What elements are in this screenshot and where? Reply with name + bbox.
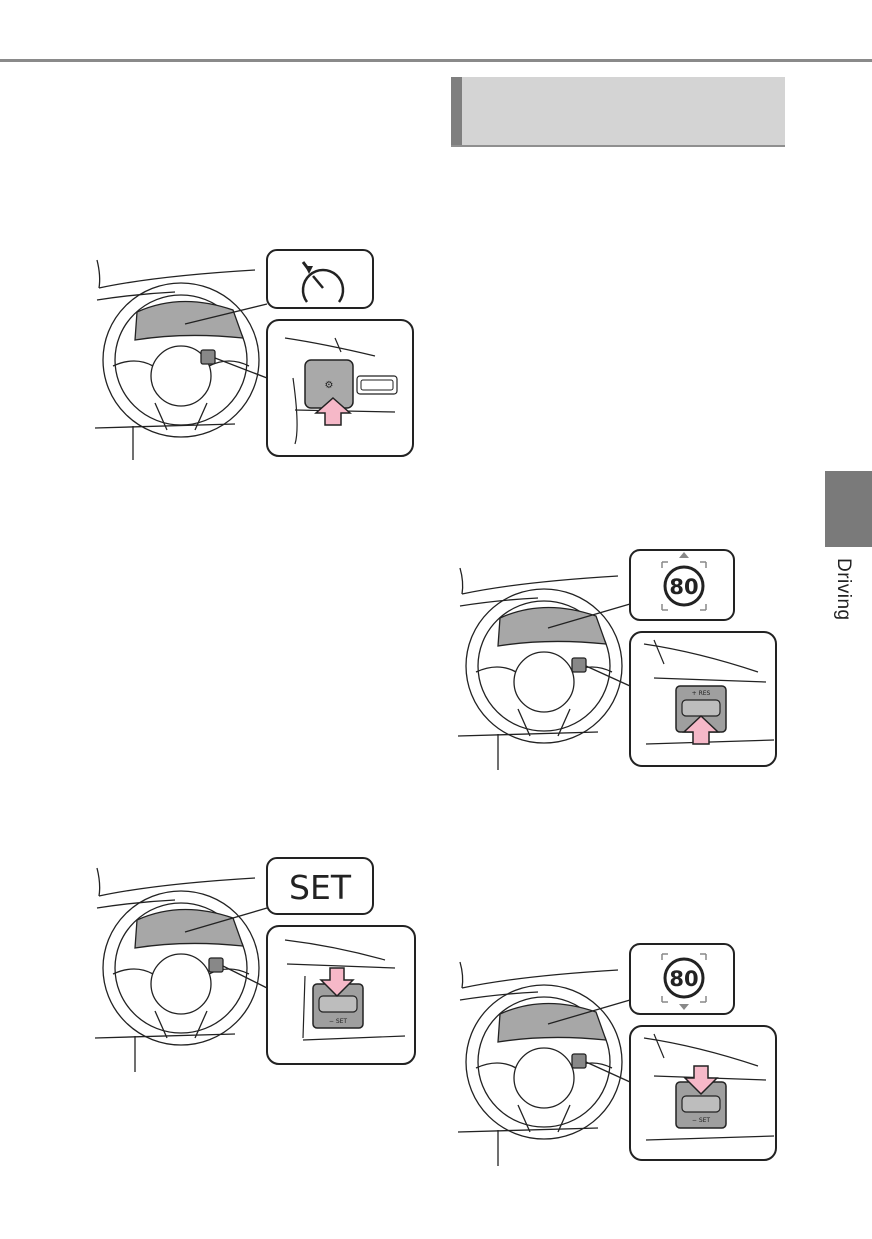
side-tab-text: Driving <box>833 558 854 621</box>
speedometer-icon <box>301 268 345 303</box>
figure-cruise-main-switch: ⚙ <box>95 248 420 460</box>
figure-decrease-speed-svg: 80 − SET <box>458 943 777 1166</box>
side-tab <box>825 471 872 547</box>
section-header-underline <box>451 145 785 147</box>
switch-closeup: − SET <box>629 1025 777 1161</box>
steering-wheel-drawing <box>458 567 631 770</box>
svg-text:⚙: ⚙ <box>325 380 334 391</box>
speed-callout-number: 80 <box>669 575 698 599</box>
side-tab-label: Driving <box>832 558 862 628</box>
figure-cruise-main-svg: ⚙ <box>95 249 414 460</box>
section-header-box <box>451 77 785 147</box>
speed-callout: 80 <box>629 943 735 1015</box>
figure-increase-speed-svg: 80 + RES <box>458 549 777 770</box>
press-down-arrow <box>319 967 355 998</box>
set-callout-text: SET <box>289 868 352 907</box>
speed-callout-number: 80 <box>669 967 698 991</box>
set-callout: SET <box>266 857 374 915</box>
section-header-accent <box>451 77 462 145</box>
press-down-arrow <box>683 1065 719 1096</box>
speedometer-callout <box>266 249 374 309</box>
top-rule <box>0 59 872 62</box>
switch-closeup: ⚙ <box>266 319 414 457</box>
speed-callout: 80 <box>629 549 735 621</box>
figure-set-speed-svg: SET − SET <box>95 857 416 1072</box>
steering-wheel-drawing <box>95 259 268 460</box>
switch-label-bottom: − SET <box>692 1117 711 1124</box>
steering-wheel-drawing <box>95 867 268 1072</box>
press-up-arrow <box>314 396 352 426</box>
press-up-arrow <box>682 714 720 745</box>
figure-set-speed: SET − SET <box>95 856 420 1072</box>
switch-closeup: − SET <box>266 925 416 1065</box>
steering-wheel-drawing <box>458 961 631 1166</box>
figure-decrease-speed: 80 − SET <box>458 942 780 1166</box>
figure-increase-speed: 80 + RES <box>458 548 780 770</box>
speed-limit-sign-icon <box>663 565 705 607</box>
speed-limit-sign-icon <box>663 957 705 999</box>
switch-label-top: + RES <box>692 690 711 697</box>
switch-closeup: + RES <box>629 631 777 767</box>
svg-text:− SET: − SET <box>329 1018 348 1025</box>
